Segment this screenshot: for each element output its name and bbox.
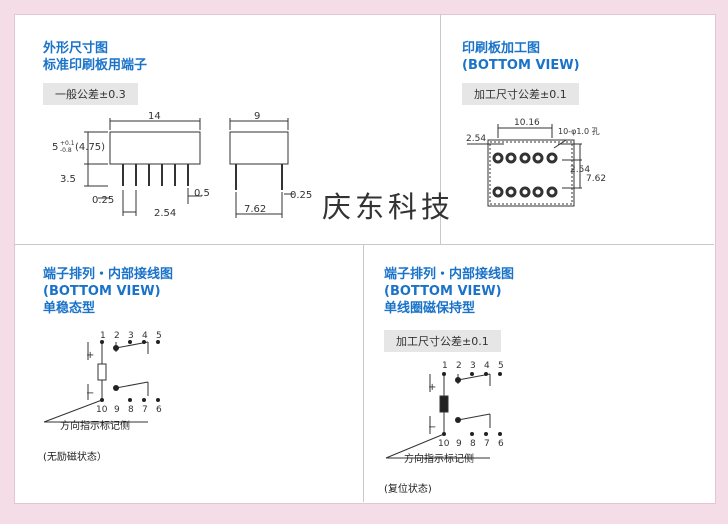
single-stable-terminals: [100, 340, 160, 402]
dim-length: 14: [148, 111, 161, 122]
pcb-title-line2: (BOTTOM VIEW): [462, 58, 580, 73]
pcb-title: 印刷板加工图 (BOTTOM VIEW): [462, 40, 580, 74]
polarity-minus: −: [86, 388, 94, 399]
pin-label-4: 4: [142, 331, 148, 341]
pcb-holes: [492, 152, 558, 198]
single-stable-title-line1: 端子排列・内部接线图: [43, 267, 174, 282]
dim-pin-width: 0.5: [194, 188, 210, 199]
single-stable-wiring: + − 1 2 3 4 5 10 9 8 7 6: [43, 331, 162, 423]
latching-pin-label-6: 6: [498, 439, 504, 449]
latching-pin-label-10: 10: [438, 439, 450, 449]
latching-state-note: (复位状态): [384, 484, 432, 495]
pin-label-1: 1: [100, 331, 106, 341]
pcb-dim-row-pitch: 7.62: [586, 174, 606, 184]
single-stable-direction-label: 方向指示标记侧: [60, 421, 130, 432]
outline-drawing: 14 9 5 +0.1 -0.8 (4.75) 3.5 0.25 0.5 2.5…: [52, 111, 312, 219]
latching-pin-label-4: 4: [484, 361, 490, 371]
front-pins: [122, 164, 189, 186]
latching-title-line1: 端子排列・内部接线图: [384, 267, 515, 282]
pcb-drawing: 10.16 10-φ1.0 孔 2.54 2.54 7.62: [466, 118, 606, 207]
latching-coil-symbol: [439, 395, 449, 413]
pcb-dim-holes: 10-φ1.0 孔: [558, 127, 600, 136]
outline-tolerance-label: 一般公差±0.3: [43, 83, 138, 105]
latching-pin-label-2: 2: [456, 361, 462, 371]
latching-pin-label-1: 1: [442, 361, 448, 371]
dim-pitch: 2.54: [154, 208, 176, 219]
pin-label-8: 8: [128, 405, 134, 415]
latching-pin-label-3: 3: [470, 361, 476, 371]
pin-label-2: 2: [114, 331, 120, 341]
pcb-tolerance-label: 加工尺寸公差±0.1: [462, 83, 579, 105]
pin-label-7: 7: [142, 405, 148, 415]
latching-wiring: + − 1 2 3 4 5 10 9 8 7 6: [385, 361, 504, 459]
latching-pin-label-9: 9: [456, 439, 462, 449]
dim-pin-thickness: 0.25: [92, 195, 114, 206]
relay-body-front: [109, 131, 201, 165]
latching-title-line3: 单线圈磁保持型: [384, 301, 476, 316]
latching-title-line2: (BOTTOM VIEW): [384, 284, 502, 299]
latching-title: 端子排列・内部接线图 (BOTTOM VIEW) 单线圈磁保持型: [384, 266, 514, 317]
latching-polarity-plus: +: [428, 382, 436, 393]
coil-symbol: [97, 363, 107, 381]
divider-vertical-bottom: [363, 244, 364, 502]
dim-tol-plus: +0.1: [60, 140, 75, 147]
single-stable-state-note: (无励磁状态）: [43, 452, 107, 463]
pcb-dim-pitch-right: 2.54: [570, 165, 590, 175]
dim-pin-thickness-side: 0.25: [290, 190, 312, 201]
dim-row-pitch: 7.62: [244, 204, 266, 215]
latching-polarity-minus: −: [428, 422, 436, 433]
dim-height: (4.75): [75, 142, 105, 153]
pin-label-3: 3: [128, 331, 134, 341]
pcb-title-line1: 印刷板加工图: [462, 41, 541, 56]
side-pins: [235, 164, 283, 190]
dim-tol-minus: -0.8: [60, 147, 72, 154]
pin-label-10: 10: [96, 405, 108, 415]
single-stable-title-line2: (BOTTOM VIEW): [43, 284, 161, 299]
single-stable-title: 端子排列・内部接线图 (BOTTOM VIEW) 单稳态型: [43, 266, 173, 317]
latching-pin-label-5: 5: [498, 361, 504, 371]
watermark-text: 庆东科技: [322, 190, 455, 224]
polarity-plus: +: [86, 350, 94, 361]
divider-vertical-top: [440, 14, 441, 244]
latching-pin-label-8: 8: [470, 439, 476, 449]
latching-pin-label-7: 7: [484, 439, 490, 449]
pin-label-6: 6: [156, 405, 162, 415]
dim-pin-length: 3.5: [60, 174, 76, 185]
pcb-dim-span: 10.16: [514, 118, 540, 128]
outline-title-line1: 外形尺寸图: [43, 41, 109, 56]
outline-title-line2: 标准印刷板用端子: [43, 58, 148, 73]
dim-height-tol: 5: [52, 142, 58, 153]
divider-horizontal: [14, 244, 714, 245]
latching-terminals: [442, 372, 502, 436]
single-stable-title-line3: 单稳态型: [43, 301, 96, 316]
relay-body-side: [229, 131, 289, 165]
pin-label-5: 5: [156, 331, 162, 341]
pcb-dim-pitch-left: 2.54: [466, 134, 486, 144]
dim-width: 9: [254, 111, 260, 122]
outline-title: 外形尺寸图 标准印刷板用端子: [43, 40, 147, 74]
pcb-outline: [487, 139, 575, 207]
latching-direction-label: 方向指示标记侧: [404, 454, 474, 465]
latching-tolerance-label: 加工尺寸公差±0.1: [384, 330, 501, 352]
pin-label-9: 9: [114, 405, 120, 415]
